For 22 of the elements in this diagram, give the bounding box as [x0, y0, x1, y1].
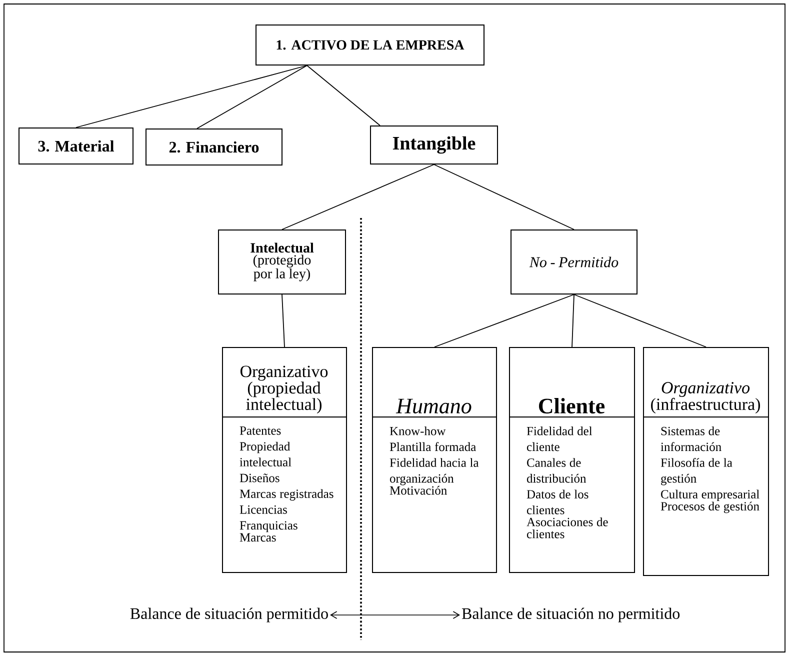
connector-line — [76, 65, 308, 128]
category-box: Humano Know-how Plantilla formada Fidelidad hacia la organización Motivación — [372, 347, 497, 573]
connector-line — [572, 294, 574, 348]
category-box: Organizativo (infraestructura) Sistemas de información Filosofía de la gestión Cultura empresarial Procesos de gestión — [642, 347, 770, 576]
balance-label: Balance de situación permitido — [130, 608, 328, 622]
category-box: 3. Material — [18, 128, 134, 164]
double-arrow — [330, 611, 460, 619]
category-box: No - Permitido — [510, 230, 638, 294]
connector-line — [282, 164, 434, 230]
category-box: 1. ACTIVO DE LA EMPRESA — [256, 24, 484, 66]
category-box: Cliente Fidelidad del cliente Canales de distribución Datos de los clientes Asociaciones de clientes — [508, 347, 635, 573]
category-box: Organizativo (propiedad intelectual) Patentes Propiedad intelectual Diseños Marcas registradas Licencias Franquicias Marcas — [222, 347, 347, 573]
category-box: 2. Financiero — [146, 128, 282, 166]
category-box: Intelectual (protegido por la ley) — [218, 230, 346, 294]
balance-label: Balance de situación no permitido — [462, 608, 680, 622]
connector-line — [434, 164, 574, 230]
connector-line — [434, 294, 574, 348]
connector-line — [196, 65, 308, 129]
connector-line — [574, 294, 706, 348]
category-box: Intangible — [370, 126, 498, 164]
connector-line — [282, 294, 285, 348]
connector-line — [306, 65, 380, 126]
